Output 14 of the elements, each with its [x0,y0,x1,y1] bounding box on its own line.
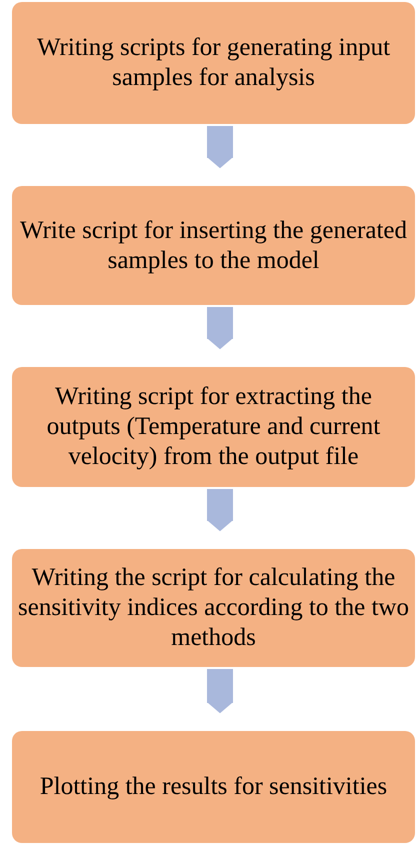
step-text: Plotting the results for sensitivities [40,772,388,802]
block-arrow [207,669,233,714]
step-text: Writing the script for calculating the sensitivity indices according to the two methods [18,563,409,653]
block-arrow [207,126,233,168]
step-text: Write script for inserting the generated samples to the model [18,216,408,276]
step-text: Writing scripts for generating input samples for analysis [36,33,392,93]
block-arrow [207,307,233,350]
process-box [12,367,415,487]
process-box [12,731,415,843]
process-box [12,549,415,667]
step-text: Writing script for extracting the outputs (Temperature and current velocity) from the output file [46,382,382,472]
block-arrow [207,489,233,532]
process-box [12,186,415,305]
process-box [12,2,415,124]
